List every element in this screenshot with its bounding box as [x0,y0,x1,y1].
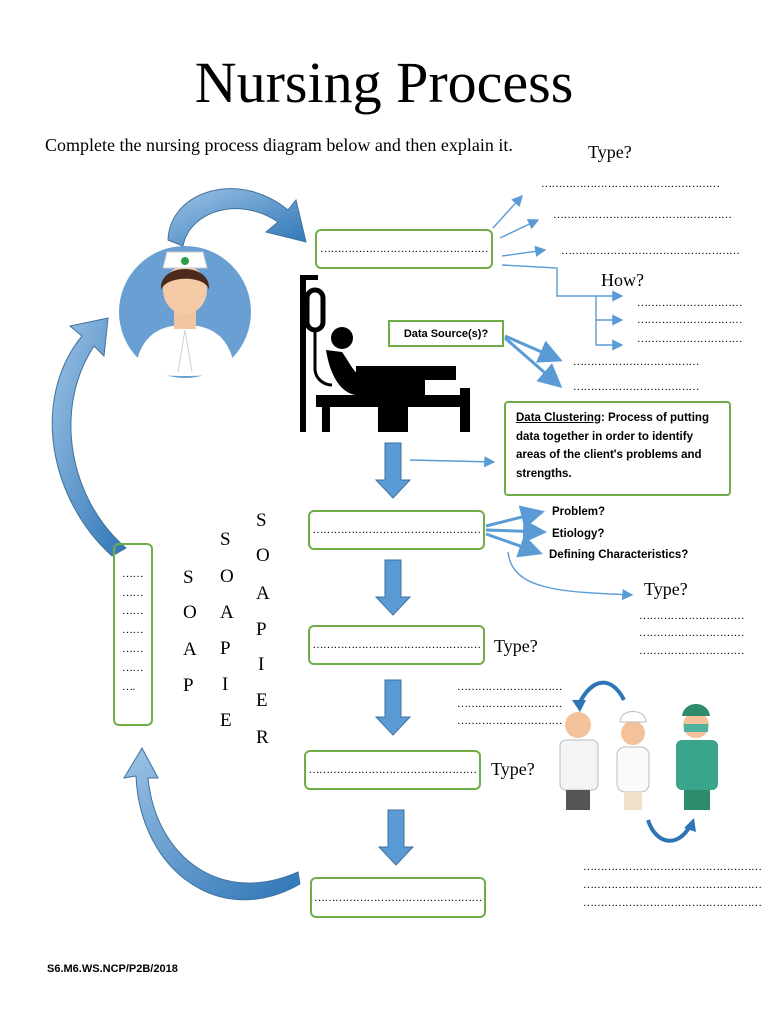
blank-line[interactable]: ………………………… [457,698,563,710]
problem-label: Problem? [552,506,606,518]
soap-letter: O [183,602,197,623]
clustering-definition: : Process of putting data together in or… [516,412,709,480]
type-label-diagnosis: Type? [644,579,688,599]
data-clustering-box: Data Clustering: Process of putting data… [504,401,731,496]
implementation-box[interactable]: ………………………………………… [304,750,481,790]
soapier-letter: A [256,583,270,604]
nurse-avatar-icon [119,246,251,378]
type-label-assessment: Type? [588,142,632,162]
soapier-letter: R [256,727,269,748]
planning-box[interactable]: ………………………………………… [308,625,485,665]
blank-line[interactable]: ………………………… [637,333,743,345]
etiology-label: Etiology? [552,528,605,540]
soapier-letter: S [256,510,267,531]
blank-line[interactable]: …… [122,643,144,655]
how-label: How? [601,270,644,290]
diagnosis-arrows [485,505,547,558]
how-arrows [595,290,624,351]
defining-characteristics-label: Defining Characteristics? [549,549,689,561]
blank-line[interactable]: ………………………… [639,627,745,639]
type-label-implementation: Type? [491,759,535,779]
footer-code: S6.M6.WS.NCP/P2B/2018 [47,963,178,975]
curved-arrow-bottom [123,746,301,901]
curved-arrow-top [167,188,307,247]
assessment-box[interactable]: ………………………………………… [315,229,493,269]
soapie-letter: I [222,674,229,695]
soapier-letter: I [258,654,265,675]
blank-line[interactable]: …… [122,605,144,617]
how-connector [501,264,596,297]
blank-line[interactable]: …… [122,662,144,674]
instruction-text: Complete the nursing process diagram bel… [45,135,513,155]
blank-line[interactable]: ………………………… [639,610,745,622]
blank-line[interactable]: …… [122,587,144,599]
blank-line[interactable]: …………………………………………… [541,178,720,190]
evaluation-box[interactable]: ………………………………………… [310,877,486,918]
data-source-box: Data Source(s)? [388,320,504,347]
assessment-type-arrows [492,194,547,257]
soapie-letter: A [220,602,234,623]
blank-line[interactable]: …………………………………………… [583,897,762,909]
blank-line[interactable]: …… [122,568,144,580]
down-arrows [374,442,415,866]
blank-line[interactable]: …………………………………………… [561,245,740,257]
soap-letter: A [183,639,197,660]
blank-line[interactable]: …… [122,624,144,636]
blank-line[interactable]: ………………………… [637,297,743,309]
blank-line[interactable]: ………………………… [637,314,743,326]
soap-letter: P [183,675,194,696]
blank-line[interactable]: …. [122,681,135,693]
clustering-arrow [409,456,496,468]
data-source-arrows [504,334,563,388]
blank-line[interactable]: ………………………… [457,715,563,727]
diagnosis-box[interactable]: ………………………………………… [308,510,485,550]
soap-letter: S [183,567,194,588]
soapier-letter: P [256,619,267,640]
blank-line[interactable]: ………………………… [457,681,563,693]
blank-line[interactable]: ……………………………… [573,356,700,368]
blank-line[interactable]: …………………………………………… [583,861,762,873]
soapie-letter: P [220,638,231,659]
soapie-letter: E [220,710,232,731]
soapier-letter: E [256,690,268,711]
soapie-letter: O [220,566,234,587]
curved-arrow-left [51,317,127,557]
medical-team-icon [559,680,718,843]
documentation-box[interactable] [113,543,153,726]
page-title: Nursing Process [194,50,574,115]
type-label-planning: Type? [494,636,538,656]
clustering-term: Data Clustering [516,412,601,424]
diagnosis-type-arrow [507,551,634,601]
blank-line[interactable]: ………………………… [639,645,745,657]
soapier-letter: O [256,545,270,566]
blank-line[interactable]: ……………………………… [573,381,700,393]
soapie-letter: S [220,529,231,550]
patient-bed-icon [300,275,470,432]
blank-line[interactable]: …………………………………………… [553,209,732,221]
blank-line[interactable]: …………………………………………… [583,879,762,891]
